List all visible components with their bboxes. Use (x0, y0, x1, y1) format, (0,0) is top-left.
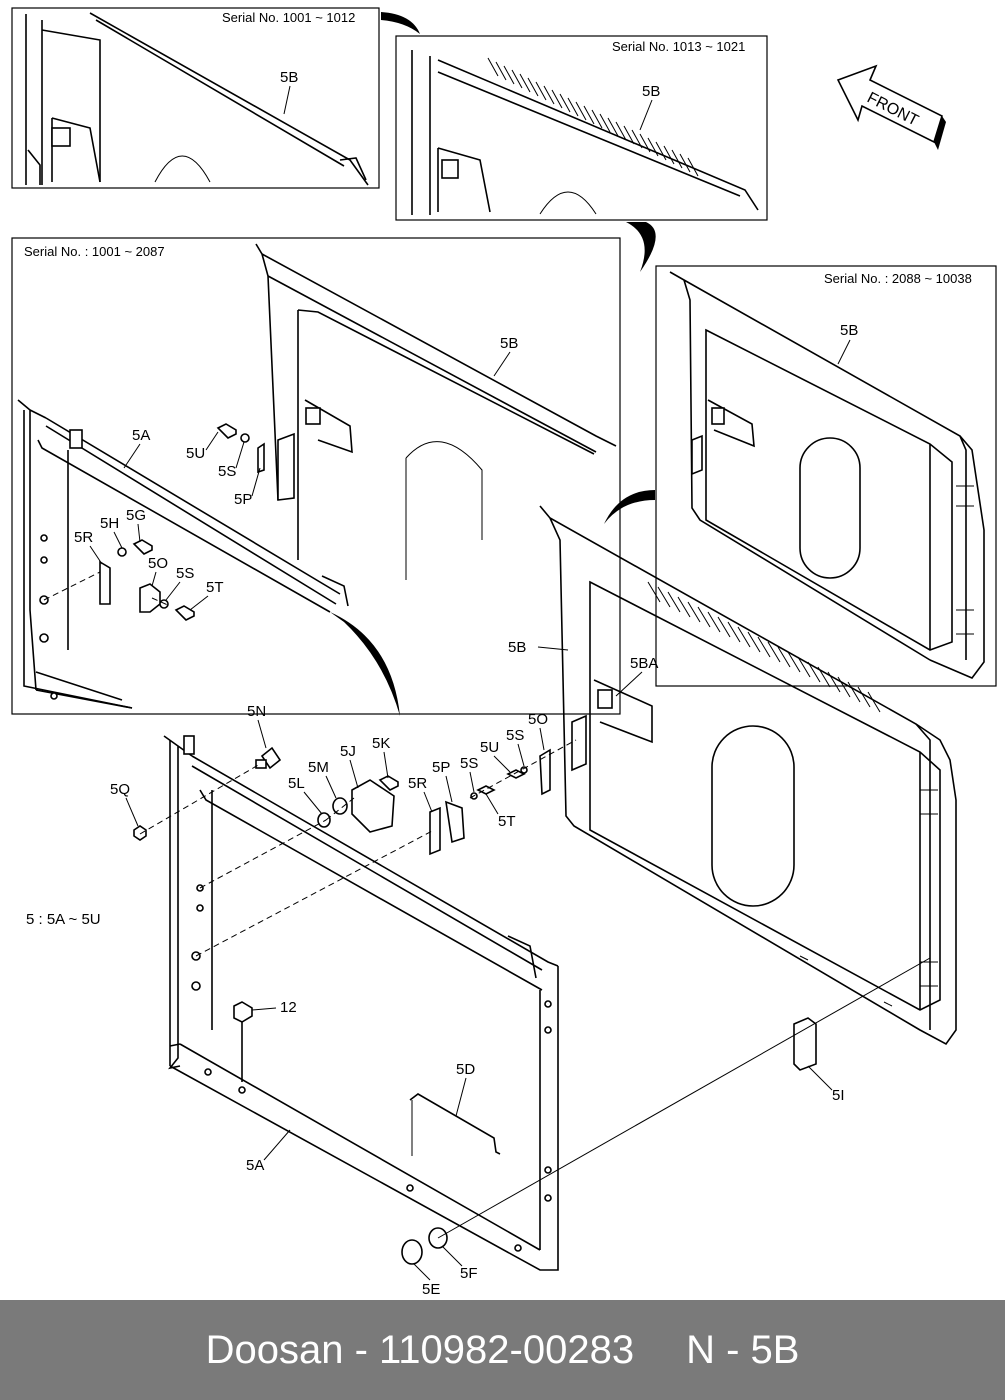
inset-4: Serial No. : 2088 ~ 10038 5B (655, 265, 997, 687)
label-5r: 5R (408, 775, 427, 792)
inset1-label-5b: 5B (280, 69, 298, 86)
footer-brand: Doosan (205, 1327, 344, 1372)
parts-diagram: Serial No. 1001 ~ 1012 5B Serial No. 101… (11, 7, 997, 1298)
inset3-label-5o: 5O (148, 555, 168, 572)
inset4-pointer (604, 490, 655, 524)
inset3-serial: Serial No. : 1001 ~ 2087 (24, 244, 165, 259)
main-panel-5b (539, 505, 957, 1046)
label-5e: 5E (422, 1281, 440, 1298)
inset3-label-5a: 5A (132, 427, 150, 444)
label-5o: 5O (528, 711, 548, 728)
label-5j: 5J (340, 743, 356, 760)
inset1-serial: Serial No. 1001 ~ 1012 (222, 10, 355, 25)
inset-1: Serial No. 1001 ~ 1012 5B (11, 7, 380, 189)
label-5k: 5K (372, 735, 390, 752)
main-small-parts (133, 739, 931, 1265)
label-5l: 5L (288, 775, 305, 792)
inset3-label-5u: 5U (186, 445, 205, 462)
range-note: 5 : 5A ~ 5U (26, 911, 101, 928)
footer-part-number: 110982-00283 (379, 1327, 635, 1372)
label-5m: 5M (308, 759, 329, 776)
label-5q: 5Q (110, 781, 130, 798)
label-5u: 5U (480, 739, 499, 756)
label-5ba: 5BA (630, 655, 658, 672)
inset1-pointer (381, 12, 420, 34)
label-5i: 5I (832, 1087, 845, 1104)
inset2-label-5b: 5B (642, 83, 660, 100)
inset-2: Serial No. 1013 ~ 1021 5B (395, 35, 768, 221)
inset3-label-5r: 5R (74, 529, 93, 546)
footer-bar: Doosan - 110982-00283 N - 5B (0, 1300, 1005, 1400)
label-5s: 5S (460, 755, 478, 772)
footer-separator: - (343, 1327, 379, 1372)
inset4-serial: Serial No. : 2088 ~ 10038 (824, 271, 972, 286)
label-5n: 5N (247, 703, 266, 720)
inset3-label-5s-2: 5S (176, 565, 194, 582)
inset3-label-5p: 5P (234, 491, 252, 508)
inset-3: Serial No. : 1001 ~ 2087 5B (11, 237, 621, 715)
inset3-label-5g: 5G (126, 507, 146, 524)
main-labels: 5N 5Q 5M 5J 5K 5L 5R 5P 5S 5U 5S 5O 5T 5… (26, 639, 845, 1298)
inset3-label-5b: 5B (500, 335, 518, 352)
inset2-serial: Serial No. 1013 ~ 1021 (612, 39, 745, 54)
label-12: 12 (280, 999, 297, 1016)
label-5p: 5P (432, 759, 450, 776)
inset4-label-5b: 5B (840, 322, 858, 339)
inset3-label-5s: 5S (218, 463, 236, 480)
inset3-label-5h: 5H (100, 515, 119, 532)
label-5s-2: 5S (506, 727, 524, 744)
label-5b: 5B (508, 639, 526, 656)
inset3-label-5t: 5T (206, 579, 224, 596)
label-5a: 5A (246, 1157, 264, 1174)
label-5d: 5D (456, 1061, 475, 1078)
footer-code: N - 5B (686, 1327, 800, 1372)
main-vent-slots (647, 581, 881, 713)
label-5f: 5F (460, 1265, 478, 1282)
front-arrow: FRONT (836, 64, 946, 150)
main-frame-5a (163, 735, 559, 1271)
inset2-pointer (626, 222, 656, 272)
inset2-vent-slots (487, 57, 699, 177)
label-5t: 5T (498, 813, 516, 830)
